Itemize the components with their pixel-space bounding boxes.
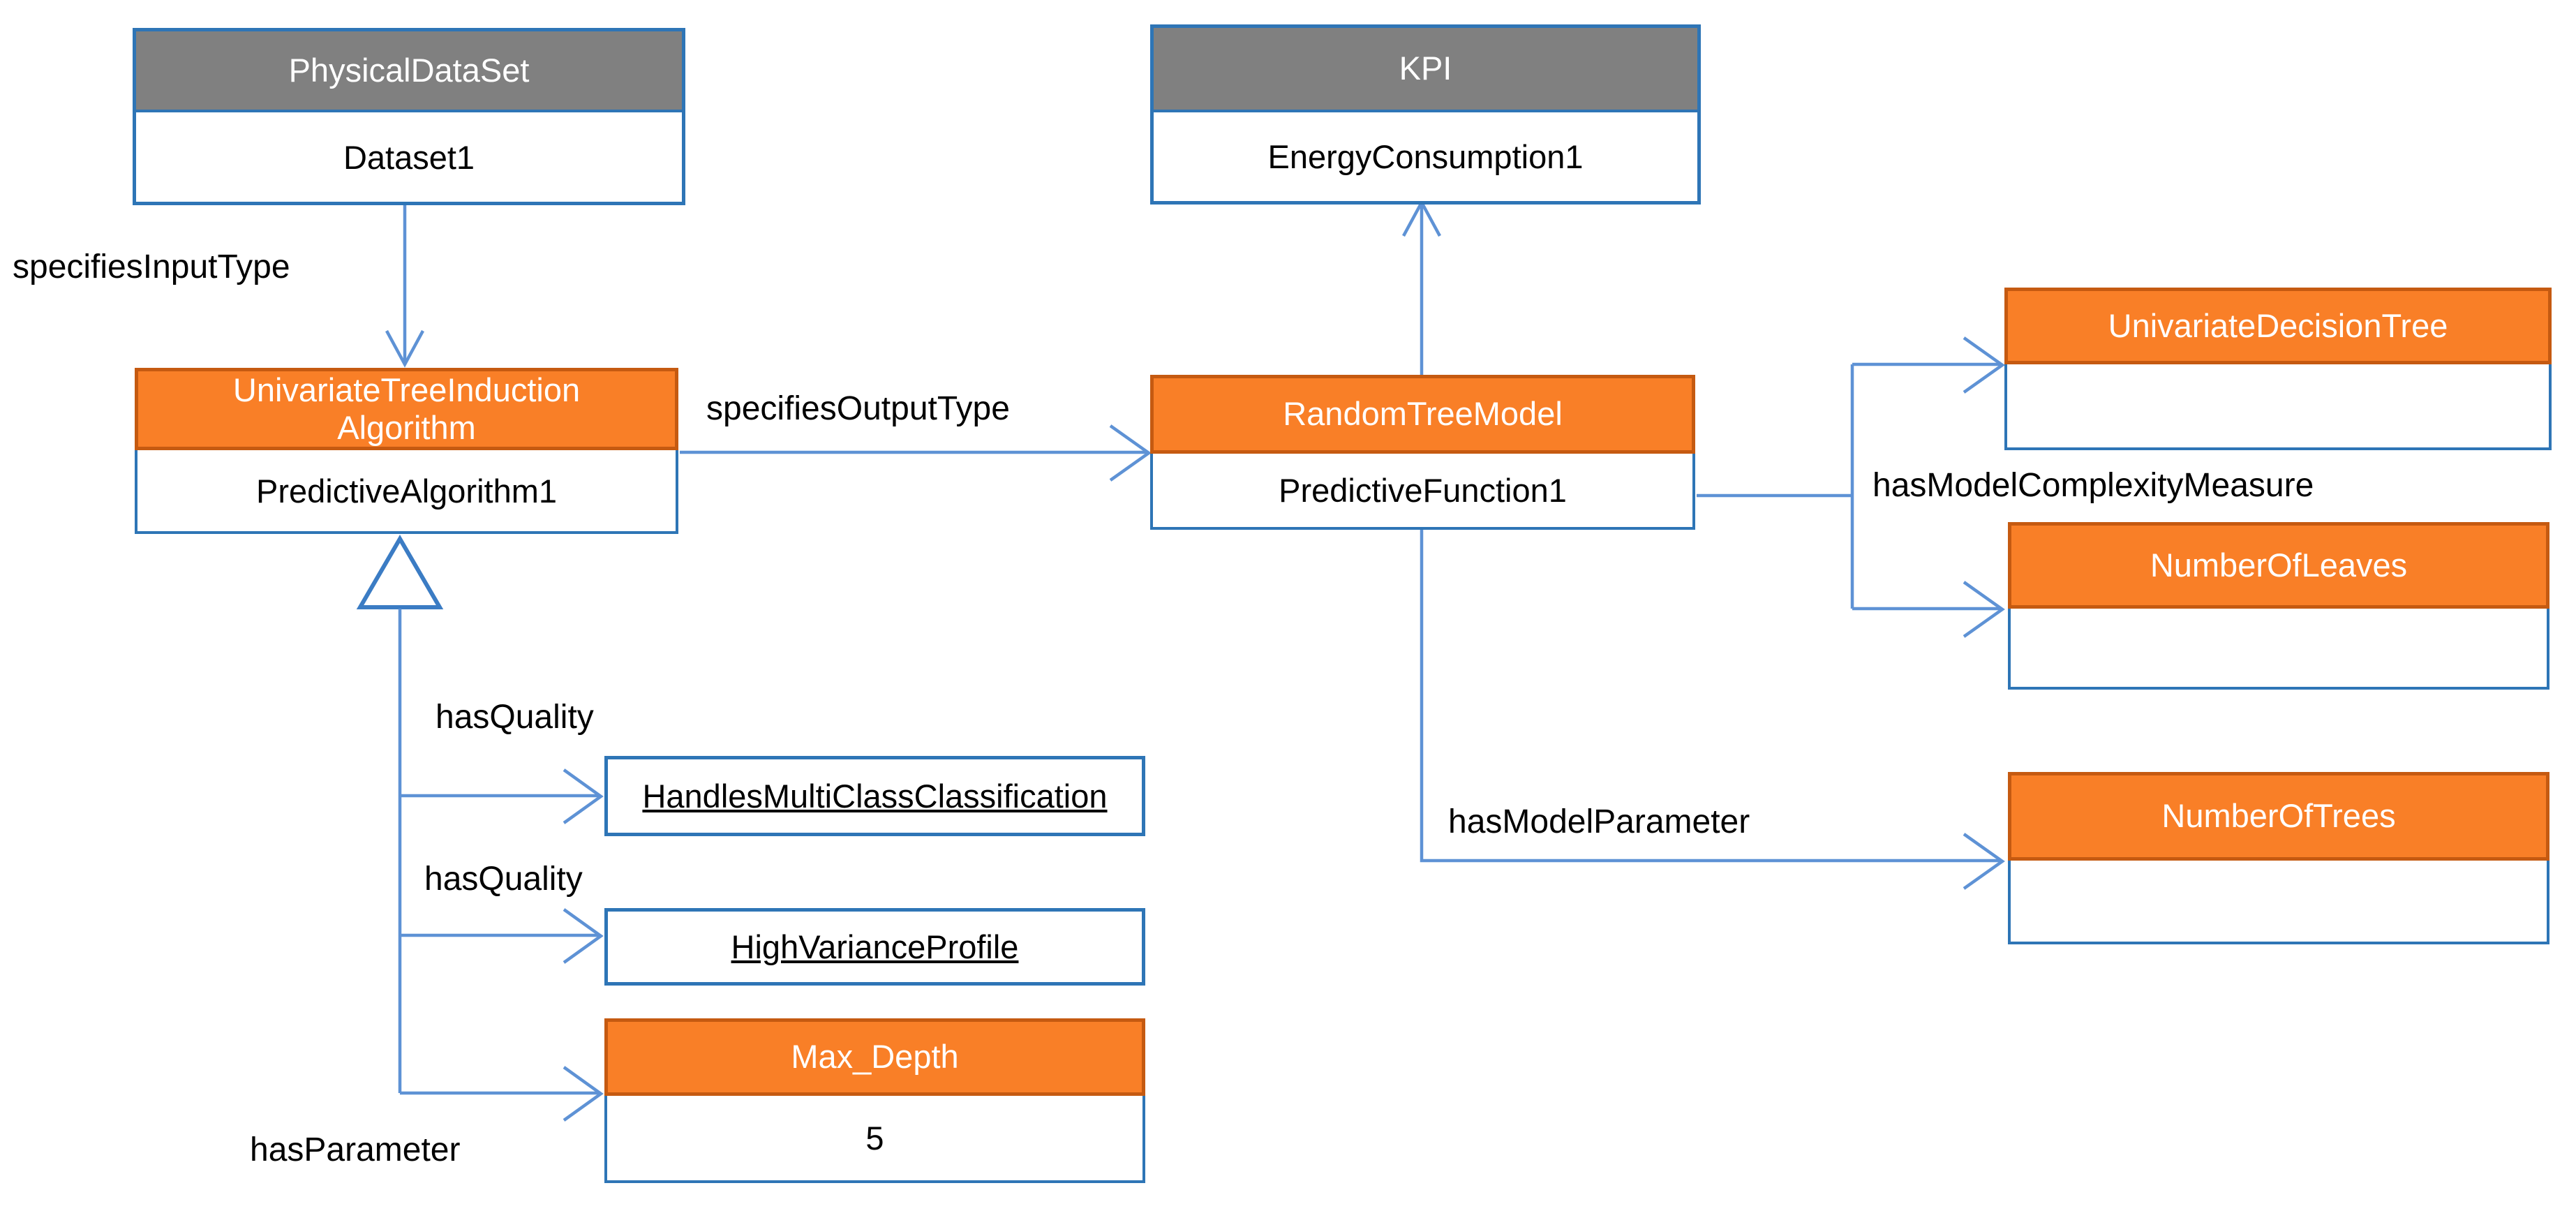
edge-label-has-model-complexity-measure: hasModelComplexityMeasure — [1873, 467, 2314, 504]
arrowhead-right-icon — [563, 908, 604, 964]
node-handles-multi-class-classification: HandlesMultiClassClassification — [604, 756, 1145, 836]
node-instance: 5 — [604, 1096, 1145, 1183]
generalization-triangle-icon — [356, 535, 444, 609]
node-instance: PredictiveFunction1 — [1150, 454, 1695, 530]
node-instance: PredictiveAlgorithm1 — [135, 450, 678, 534]
arrowhead-right-icon — [1109, 424, 1152, 482]
node-max-depth: Max_Depth 5 — [604, 1018, 1145, 1183]
edge-label-specifies-output-type: specifiesOutputType — [706, 390, 1010, 427]
node-number-of-trees: NumberOfTrees — [2008, 772, 2549, 944]
arrowhead-right-icon — [563, 768, 604, 824]
quality-label: HandlesMultiClassClassification — [642, 778, 1108, 815]
arrowhead-right-icon — [1963, 833, 2005, 890]
node-instance: Dataset1 — [136, 112, 682, 202]
node-instance: EnergyConsumption1 — [1154, 112, 1697, 201]
edge-label-has-parameter: hasParameter — [250, 1131, 461, 1168]
node-univariate-tree-induction-algorithm: UnivariateTreeInduction Algorithm Predic… — [135, 368, 678, 534]
edge-label-has-quality-2: hasQuality — [424, 861, 583, 898]
node-header: Max_Depth — [604, 1018, 1145, 1096]
node-instance — [2008, 861, 2549, 944]
node-header: RandomTreeModel — [1150, 375, 1695, 454]
edge-label-has-quality-1: hasQuality — [435, 699, 594, 736]
node-header: PhysicalDataSet — [136, 31, 682, 112]
edge-label-specifies-input-type: specifiesInputType — [13, 248, 290, 285]
node-header: NumberOfLeaves — [2008, 522, 2549, 609]
node-header: NumberOfTrees — [2008, 772, 2549, 861]
node-kpi: KPI EnergyConsumption1 — [1150, 24, 1701, 205]
quality-label: HighVarianceProfile — [731, 928, 1019, 965]
node-random-tree-model: RandomTreeModel PredictiveFunction1 — [1150, 375, 1695, 530]
node-univariate-decision-tree: UnivariateDecisionTree — [2004, 288, 2552, 450]
edge-label-has-model-parameter: hasModelParameter — [1448, 803, 1750, 840]
node-instance — [2008, 609, 2549, 690]
arrowhead-right-icon — [1963, 581, 2005, 638]
node-header: UnivariateTreeInduction Algorithm — [135, 368, 678, 450]
node-header: UnivariateDecisionTree — [2004, 288, 2552, 364]
arrowhead-down-icon — [385, 329, 424, 368]
arrowhead-right-icon — [1963, 336, 2005, 394]
node-high-variance-profile: HighVarianceProfile — [604, 908, 1145, 986]
node-physical-dataset: PhysicalDataSet Dataset1 — [133, 28, 685, 205]
node-number-of-leaves: NumberOfLeaves — [2008, 522, 2549, 690]
edge-has-model-parameter-line — [1420, 530, 2000, 863]
node-header: KPI — [1154, 28, 1697, 112]
node-instance — [2004, 364, 2552, 450]
arrowhead-right-icon — [563, 1066, 604, 1122]
